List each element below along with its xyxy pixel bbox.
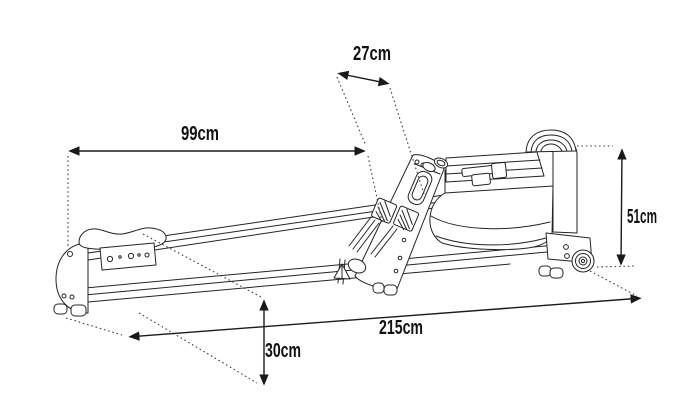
dimension-label-30cm: 30cm: [265, 340, 301, 362]
left-end-cap: [53, 242, 89, 317]
rear-post: [525, 129, 578, 234]
foot-pad-right: [393, 205, 420, 232]
right-foot-assembly: [538, 232, 595, 279]
transport-wheel: [571, 249, 595, 273]
dimension-30cm: 30cm: [259, 299, 301, 386]
dimension-label-215cm: 215cm: [379, 317, 423, 339]
dimension-label-99cm: 99cm: [181, 123, 219, 145]
dimension-label-27cm: 27cm: [353, 43, 391, 65]
dimension-label-51cm: 51cm: [627, 206, 657, 228]
dimension-215cm: 215cm: [128, 294, 642, 341]
sliding-seat: [78, 227, 167, 271]
handle-grips: [422, 157, 449, 173]
rowing-machine-illustration: [53, 129, 595, 317]
handle-rest-deck: [445, 151, 545, 187]
water-tank: [429, 185, 554, 251]
dimension-99cm: 99cm: [68, 123, 366, 156]
strap-buckle: [333, 258, 351, 285]
dimension-51cm: 51cm: [616, 148, 657, 266]
dimension-27cm: 27cm: [337, 43, 391, 87]
